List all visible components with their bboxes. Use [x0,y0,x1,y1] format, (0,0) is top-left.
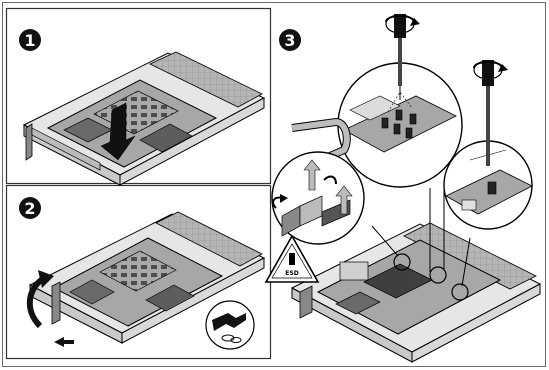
esd-warning-icon: ESD [264,234,320,283]
step-3-panel: 3 [264,14,542,363]
step-1-number: 1 [24,31,35,50]
screwdriver-icon [473,60,503,166]
callout-leaders [371,188,471,287]
step-2-badge: 2 [19,197,41,219]
step-1-badge: 1 [19,29,41,51]
rotation-arrow-icon [385,15,420,26]
standoff-screws [381,109,417,139]
esd-warning-label: ESD [285,270,298,277]
magnified-detail-right [443,140,533,230]
step-3-badge: 3 [279,29,301,51]
step-3-number: 3 [284,31,295,50]
step-1-panel: 1 [19,29,266,186]
step-2-panel: 2 [19,197,266,350]
chassis-2 [28,211,266,344]
magnified-detail-left [271,151,365,245]
panel-borders [2,2,546,367]
magnified-detail-top [337,62,463,188]
up-arrow-icon [303,159,353,215]
chassis-3 [290,222,542,363]
rotation-arrow-icon [473,61,508,72]
tilt-arrow-icon [27,270,54,329]
screwdriver-icon [385,14,415,100]
press-down-arrow-icon [100,102,136,161]
ribbon-cable [291,117,351,160]
wrist-strap-icon [205,300,255,350]
step-2-number: 2 [24,199,35,218]
push-arrow-icon [54,337,74,347]
chassis-1 [22,51,266,186]
